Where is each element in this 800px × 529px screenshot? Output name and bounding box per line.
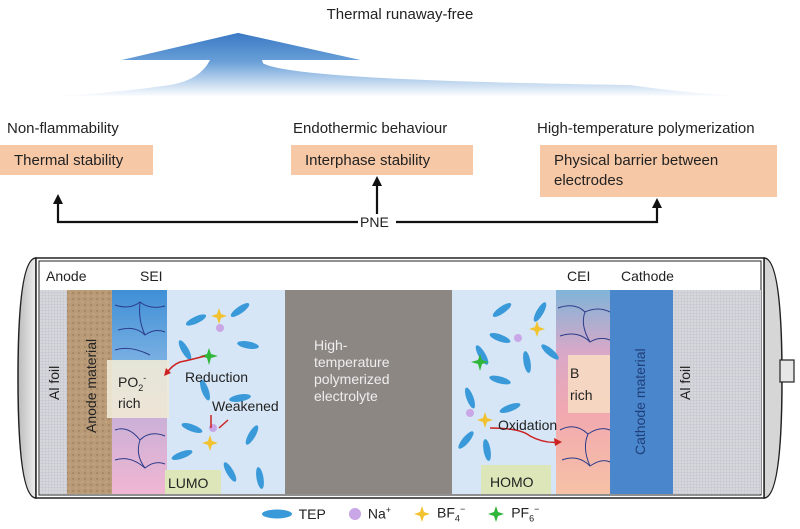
tep-molecules: [171, 302, 559, 489]
label-homo: HOMO: [490, 474, 534, 490]
arrowhead-icon: [554, 438, 562, 446]
label-sei: SEI: [140, 268, 163, 284]
label-weakened: Weakened: [212, 398, 279, 414]
ellipse-icon: [261, 509, 292, 519]
sei-crack-lines: [114, 301, 166, 469]
cathode-material: [610, 290, 673, 494]
label-polymer-3: polymerized: [314, 371, 389, 387]
label-cathode-material: Cathode material: [632, 348, 648, 455]
na-ions: [209, 324, 522, 432]
label-cathode-al-foil: Al foil: [677, 366, 693, 400]
polymerized-electrolyte: [285, 290, 452, 494]
label-po2-rich: rich: [118, 395, 141, 411]
label-polymer-4: electrolyte: [314, 388, 378, 404]
label-b-rich: rich: [570, 387, 593, 403]
reaction-arrows: [165, 355, 561, 444]
battery-right-cap: [763, 257, 783, 499]
property-heading-non-flammability: Non-flammability: [7, 120, 119, 137]
label-polymer-2: temperature: [314, 354, 390, 370]
property-box-physical-barrier: Physical barrier between electrodes: [540, 145, 777, 197]
legend-item-bf4: BF4−: [413, 504, 465, 523]
legend: TEP Na+ BF4− PF6−: [0, 504, 800, 523]
b-rich-region: [568, 355, 610, 413]
label-cei: CEI: [567, 268, 590, 284]
anode-material: [67, 290, 112, 494]
lumo-region: [165, 470, 221, 494]
legend-item-na: Na+: [348, 505, 391, 522]
star-icon: [488, 505, 505, 522]
label-anode-al-foil: Al foil: [46, 366, 62, 400]
label-anode: Anode: [46, 268, 87, 284]
arrowhead-icon: [53, 194, 63, 204]
legend-item-tep: TEP: [261, 506, 326, 522]
homo-region: [481, 465, 551, 494]
top-diagram: [35, 33, 765, 224]
anode-al-foil: [40, 290, 67, 494]
battery-diagram: Anode SEI CEI Cathode Al foil Anode mate…: [17, 257, 795, 499]
arrowhead-icon: [652, 198, 662, 208]
arrowhead-icon: [164, 368, 171, 376]
po2-rich-region: [107, 360, 169, 418]
label-po2: PO2-: [118, 373, 146, 393]
label-oxidation: Oxidation: [498, 417, 557, 433]
label-anode-material: Anode material: [83, 339, 99, 433]
label-lumo: LUMO: [168, 475, 209, 491]
hub-label: PNE: [358, 214, 391, 230]
star-icon: [414, 505, 431, 522]
property-heading-polymerization: High-temperature polymerization: [537, 120, 755, 137]
connector-lines: [56, 184, 659, 224]
property-box-thermal-stability: Thermal stability: [0, 145, 153, 175]
upward-arrow-shape: [35, 33, 470, 97]
label-reduction: Reduction: [185, 369, 248, 385]
battery-left-cap: [17, 257, 37, 499]
legend-item-pf6: PF6−: [487, 504, 539, 523]
title: Thermal runaway-free: [326, 6, 474, 23]
cei-crack-lines: [557, 305, 611, 467]
property-box-interphase-stability: Interphase stability: [291, 145, 473, 175]
arrowhead-icon: [372, 176, 382, 186]
upward-arrow-shape: [35, 33, 765, 97]
label-b: B: [570, 365, 579, 381]
bf4-anions: [202, 308, 545, 451]
sphere-icon: [348, 507, 361, 520]
battery-terminal: [779, 359, 795, 383]
pf6-anions: [200, 348, 489, 371]
label-polymer-1: High-: [314, 337, 348, 353]
property-heading-endothermic: Endothermic behaviour: [293, 120, 448, 137]
label-cathode: Cathode: [621, 268, 674, 284]
